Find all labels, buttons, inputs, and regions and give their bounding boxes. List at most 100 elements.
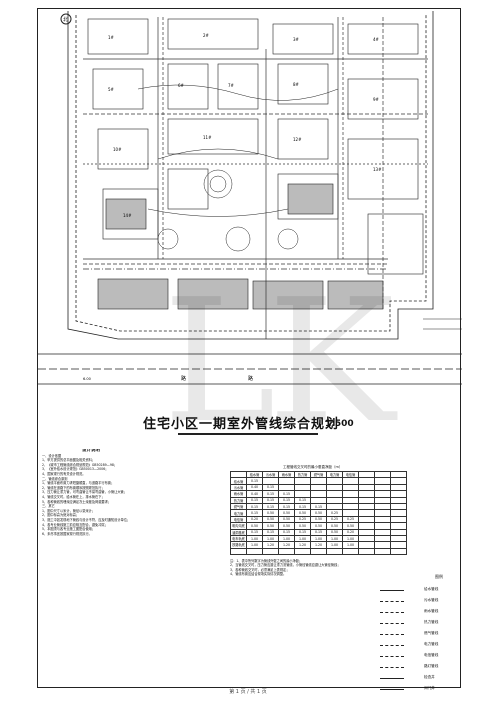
- note-line: 4、管线交叉时，给水管在上，排水管在下；: [42, 494, 105, 499]
- table-cell: [278, 547, 295, 556]
- building-label: 8#: [293, 82, 300, 87]
- building-label: 5#: [108, 87, 115, 92]
- building-label: 2#: [203, 33, 210, 38]
- legend-item: 阀门井: [338, 684, 458, 695]
- note-line: 一、设计依据: [42, 453, 62, 458]
- drawing-sheet: 北 路 路 6.00 1#2#3#4#5#6#7#8#9#10#11#12#13…: [37, 8, 462, 690]
- legend-line-swatch: [380, 667, 404, 668]
- central-garden: [137, 84, 339, 252]
- road-label-2: 路: [248, 375, 253, 382]
- table-cell: 铁路轨底: [230, 541, 247, 549]
- site-plan: 北 路 路 6.00 1#2#3#4#5#6#7#8#9#10#11#12#13…: [38, 11, 462, 385]
- note-line: 3、压力管让重力管，可弯曲管让不易弯曲管，小管让大管；: [42, 490, 127, 495]
- legend-label: 路灯管线: [424, 664, 439, 668]
- building-label: 7#: [228, 83, 235, 88]
- table-cell: [358, 547, 375, 556]
- table-title: 工程管线交叉时的最小垂直净距（m）: [283, 465, 343, 469]
- table-cell: [230, 547, 247, 556]
- legend-label: 电力管线: [424, 642, 439, 646]
- note-line: 5、本图须与各专业施工图配合使用；: [42, 527, 96, 532]
- table-cell: 电车轨底: [230, 534, 247, 543]
- legend-line-swatch: [380, 634, 404, 635]
- legend-item: 给水管线: [338, 585, 458, 596]
- north-arrow-label: 北: [63, 16, 68, 23]
- note-line: 1、甲方提供的总平面图及相关资料；: [42, 458, 96, 463]
- legend-label: 热力管线: [424, 620, 439, 624]
- note-line: 三、其它: [42, 504, 55, 509]
- title-underline: [178, 433, 318, 435]
- table-cell: 涵洞基底: [230, 528, 247, 536]
- note-line: 1、图中尺寸以米计，管径以毫米计；: [42, 508, 96, 513]
- legend-item: 电信管线: [338, 651, 458, 662]
- legend-line-swatch: [380, 678, 404, 679]
- legend-item: 检查井: [338, 673, 458, 684]
- table-cell: [374, 547, 391, 556]
- legend-line-swatch: [380, 645, 404, 646]
- building-label: 3#: [293, 37, 300, 42]
- legend-item: 电力管线: [338, 640, 458, 651]
- table-cell: [326, 547, 343, 556]
- legend-line-swatch: [380, 689, 404, 690]
- legend-title: 图例: [435, 574, 443, 579]
- note-line: 4、各专业管线施工前应相互配合，避免冲突；: [42, 522, 108, 527]
- note-line: 1、管线平面布置力求短捷顺直，与道路平行布置；: [42, 481, 115, 486]
- table-cell: [342, 547, 359, 556]
- building-label: 12#: [293, 137, 302, 142]
- note-line: 2、《城市工程管线综合规划规范》GB50289—98；: [42, 462, 118, 467]
- building-label: 1#: [108, 35, 115, 40]
- building-label: 11#: [203, 135, 212, 140]
- legend-label: 雨水管线: [424, 609, 439, 613]
- legend-line-swatch: [380, 656, 404, 657]
- building-label: 10#: [113, 147, 122, 152]
- legend-label: 阀门井: [424, 686, 435, 690]
- table-cell: [294, 547, 311, 556]
- table-cell: [262, 547, 279, 556]
- north-arrow: [60, 13, 72, 25]
- table-cell: [390, 547, 407, 556]
- table-row: 给水管污水管雨水管热力管燃气管电力管电信管: [230, 470, 407, 479]
- table-cell: [310, 547, 327, 556]
- drawing-title: 住宅小区一期室外管线综合规划: [143, 417, 340, 432]
- legend-item: 污水管线: [338, 596, 458, 607]
- legend-line-swatch: [380, 590, 404, 591]
- legend-item: 路灯管线: [338, 662, 458, 673]
- building-label: 9#: [373, 97, 380, 102]
- table-cell: [246, 547, 263, 556]
- note-line: 3、施工中如发现地下管线与设计不符，应及时通知设计单位；: [42, 517, 131, 522]
- page-footer: 第 1 页 / 共 1 页: [229, 689, 267, 695]
- table-cell: 明沟沟底: [230, 522, 247, 530]
- note-line: 5、各种管线的埋深应满足冻土深度及荷载要求；: [42, 499, 111, 504]
- table-note-line: 注：1、表中所列数字为管线外壁之间的最小净距；: [230, 559, 303, 563]
- note-line: 3、《室外给水设计规范》GB50013—2006；: [42, 467, 109, 472]
- table-cell: [390, 470, 407, 479]
- table-cell: [390, 490, 407, 498]
- building-label: 4#: [373, 37, 380, 42]
- side-road: [423, 318, 462, 330]
- table-cell: [390, 483, 407, 492]
- legend-label: 污水管线: [424, 598, 439, 602]
- pipe-network: [83, 17, 428, 339]
- note-line: 二、管线综合原则: [42, 476, 68, 481]
- table-cell: [390, 477, 407, 485]
- note-line: 4、国家现行的有关设计规范。: [42, 471, 86, 476]
- notes-heading: 设计说明: [82, 449, 100, 453]
- legend-line-swatch: [380, 612, 404, 613]
- building-label: 14#: [123, 213, 132, 218]
- legend-label: 燃气管线: [424, 631, 439, 635]
- table-note-line: 3、各种管线交叉时，必须满足上表规定；: [230, 567, 290, 572]
- road-label-1: 路: [181, 375, 186, 382]
- main-road: [38, 353, 462, 385]
- note-line: 2、图中标高为绝对标高；: [42, 513, 80, 518]
- legend-label: 给水管线: [424, 587, 439, 591]
- legend-label: 电信管线: [424, 653, 439, 657]
- table-note-line: 2、当管线交叉时，压力管应避让重力流管线，小管径管线应避让大管径管线；: [230, 563, 341, 568]
- legend-item: 雨水管线: [338, 607, 458, 618]
